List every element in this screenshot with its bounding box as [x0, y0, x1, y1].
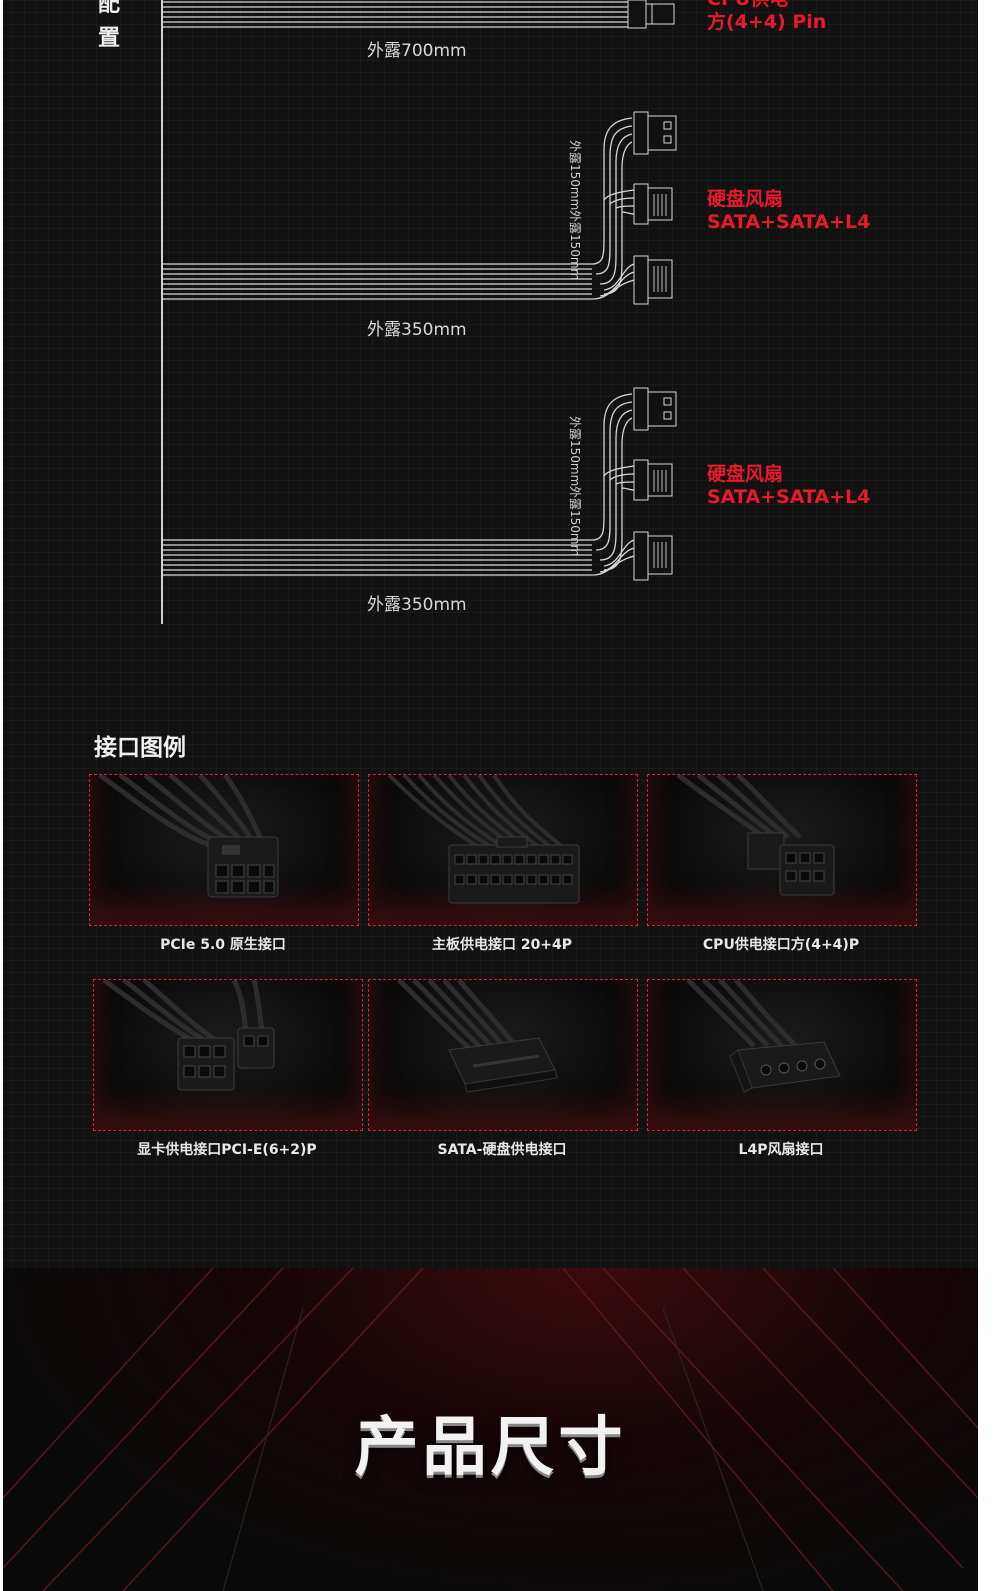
cpu-connector-icon — [627, 0, 675, 29]
cable-length-group1: 外露350mm — [367, 320, 467, 340]
drive-fan-label-1-line1: 硬盘风扇 — [707, 188, 784, 210]
cable-diagram — [162, 0, 677, 581]
pcie5-connector-tile — [89, 774, 359, 926]
cpu-power-label: CPU供电 方(4+4) Pin — [707, 0, 826, 34]
cpu-8pin-connector-icon — [676, 775, 835, 896]
drive-fan-label-1: 硬盘风扇 SATA+SATA+L4 — [707, 188, 870, 234]
pcie-6plus2-connector-icon — [102, 980, 275, 1091]
pcie5-connector-caption: PCIe 5.0 原生接口 — [160, 937, 286, 953]
cable-length-group2: 外露350mm — [367, 595, 467, 615]
molex-connector-group2 — [633, 387, 677, 431]
sata-connector-caption: SATA-硬盘供电接口 — [437, 1142, 567, 1158]
group2-seg2-length: 外露150mm — [568, 486, 582, 557]
atx-24pin-connector-caption: 主板供电接口 20+4P — [431, 937, 573, 953]
sata-connector-group2-b — [633, 531, 673, 581]
side-label-char-2: 置 — [98, 26, 121, 51]
group1-seg2-length: 外露150mm — [568, 210, 582, 281]
sata-connector-group2-a — [633, 459, 673, 501]
group2-seg1-length: 外露150mm — [568, 416, 582, 487]
sata-connector-group1-b — [633, 255, 673, 305]
drive-fan-label-1-line2: SATA+SATA+L4 — [707, 211, 871, 233]
cpu-power-label-line1: CPU供电 — [707, 0, 826, 11]
pcie5-connector-icon — [98, 775, 279, 898]
pcie-6plus2-connector-tile — [93, 979, 363, 1131]
drive-fan-label-2-line1: 硬盘风扇 — [707, 463, 784, 485]
sata-connector-group1-a — [633, 183, 673, 225]
group1-seg1-length: 外露150mm — [568, 140, 582, 211]
molex-4pin-connector-icon — [686, 980, 841, 1093]
atx-24pin-connector-icon — [387, 775, 580, 904]
molex-4pin-connector-caption: L4P风扇接口 — [738, 1142, 824, 1158]
cpu-8pin-connector-tile — [647, 774, 917, 926]
cable-bundle-group2 — [162, 393, 635, 576]
sata-connector-tile — [368, 979, 638, 1131]
cpu-power-label-line2: 方(4+4) Pin — [707, 11, 827, 33]
cable-bundle-700 — [162, 1, 628, 28]
cpu-8pin-connector-caption: CPU供电接口方(4+4)P — [702, 937, 860, 953]
pcie-6plus2-connector-caption: 显卡供电接口PCI-E(6+2)P — [137, 1142, 317, 1158]
diagram-axis-line — [161, 0, 163, 624]
molex-4pin-connector-tile — [647, 979, 917, 1131]
atx-24pin-connector-tile — [368, 774, 638, 926]
drive-fan-label-2-line2: SATA+SATA+L4 — [707, 486, 871, 508]
banner-chevron-lines — [3, 1268, 978, 1591]
sata-connector-icon — [397, 980, 558, 1093]
legend-title: 接口图例 — [94, 735, 186, 761]
product-size-banner: 产品尺寸 — [3, 1268, 978, 1591]
drive-fan-label-2: 硬盘风扇 SATA+SATA+L4 — [707, 463, 870, 509]
section-title: 产品尺寸 — [354, 1411, 627, 1485]
cable-bundle-group1 — [162, 117, 635, 300]
cable-length-700: 外露700mm — [367, 41, 467, 61]
molex-connector-group1 — [633, 111, 677, 155]
left-border — [0, 0, 3, 1591]
right-border — [978, 0, 994, 1591]
side-label-char-1: 配 — [98, 0, 121, 17]
